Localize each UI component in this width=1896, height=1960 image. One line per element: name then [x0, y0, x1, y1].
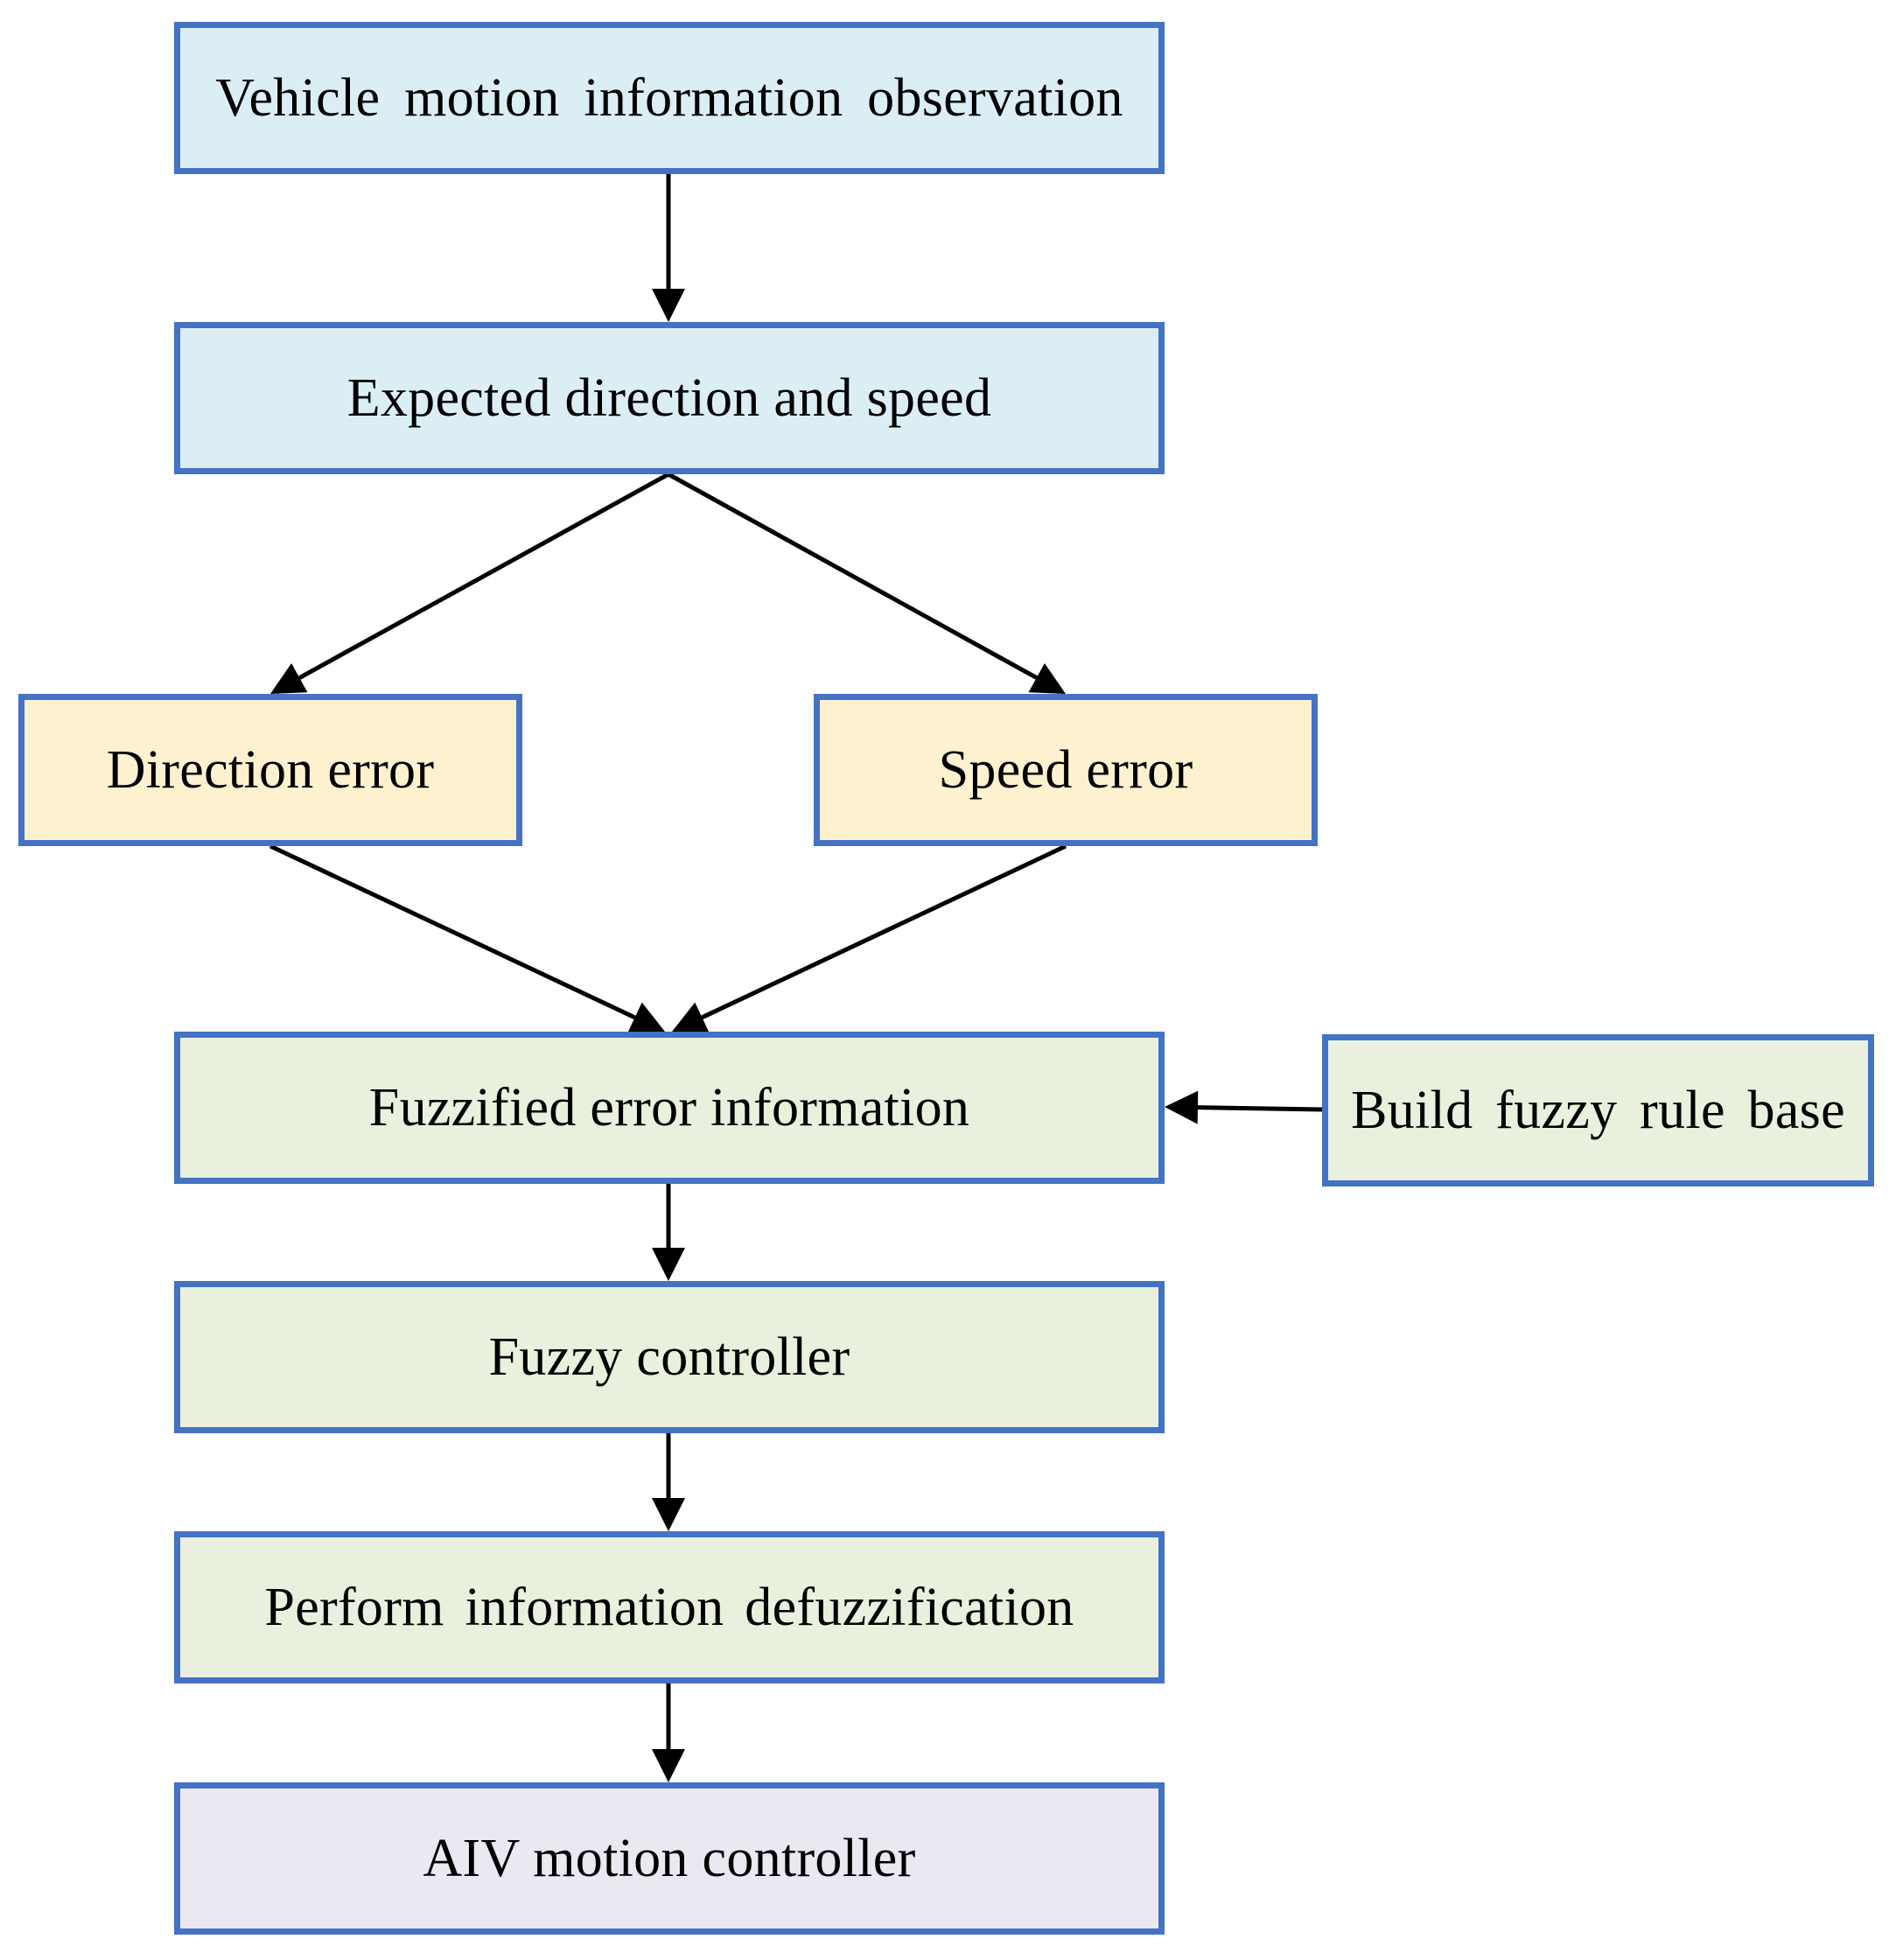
node-speed-error: Speed error — [814, 694, 1318, 846]
node-aiv-motion-controller: AIV motion controller — [174, 1782, 1165, 1935]
arrowhead-expected_direction_speed-to-speed_error — [1028, 662, 1066, 694]
node-expected-direction-speed: Expected direction and speed — [174, 322, 1165, 474]
arrow-expected_direction_speed-to-speed_error — [667, 472, 1038, 680]
node-label: Build fuzzy rule base — [1351, 1080, 1845, 1140]
node-fuzzified-error-information: Fuzzified error information — [174, 1032, 1165, 1184]
node-label: Direction error — [106, 739, 435, 800]
arrowhead-expected_direction_speed-to-direction_error — [270, 663, 308, 694]
node-label: Fuzzified error information — [368, 1077, 970, 1138]
arrow-direction_error-to-fuzzified_error — [269, 844, 636, 1020]
node-label: Fuzzy controller — [488, 1326, 850, 1387]
node-label: Vehicle motion information observation — [215, 67, 1123, 128]
arrowhead-speed_error-to-fuzzified_error — [672, 1002, 710, 1032]
arrowhead-vehicle_observation-to-expected_direction_speed — [652, 289, 685, 322]
arrowhead-defuzzification-to-aiv_motion_controller — [652, 1749, 685, 1782]
node-label: Expected direction and speed — [346, 368, 992, 428]
node-label: AIV motion controller — [423, 1828, 916, 1888]
edge-group — [269, 174, 1323, 1782]
arrowhead-fuzzy_rule_base-to-fuzzified_error — [1165, 1090, 1199, 1124]
arrowhead-fuzzified_error-to-fuzzy_controller — [652, 1248, 685, 1281]
arrow-fuzzy_rule_base-to-fuzzified_error — [1197, 1105, 1323, 1112]
node-vehicle-motion-observation: Vehicle motion information observation — [174, 22, 1165, 174]
arrow-expected_direction_speed-to-direction_error — [298, 472, 670, 680]
arrow-speed_error-to-fuzzified_error — [701, 844, 1067, 1020]
arrowhead-direction_error-to-fuzzified_error — [627, 1002, 665, 1033]
node-direction-error: Direction error — [18, 694, 522, 846]
arrowhead-fuzzy_controller-to-defuzzification — [652, 1498, 685, 1531]
node-fuzzy-controller: Fuzzy controller — [174, 1281, 1165, 1433]
node-label: Perform information defuzzification — [264, 1577, 1074, 1637]
node-label: Speed error — [938, 739, 1193, 800]
node-build-fuzzy-rule-base: Build fuzzy rule base — [1322, 1034, 1874, 1186]
node-perform-defuzzification: Perform information defuzzification — [174, 1531, 1165, 1684]
